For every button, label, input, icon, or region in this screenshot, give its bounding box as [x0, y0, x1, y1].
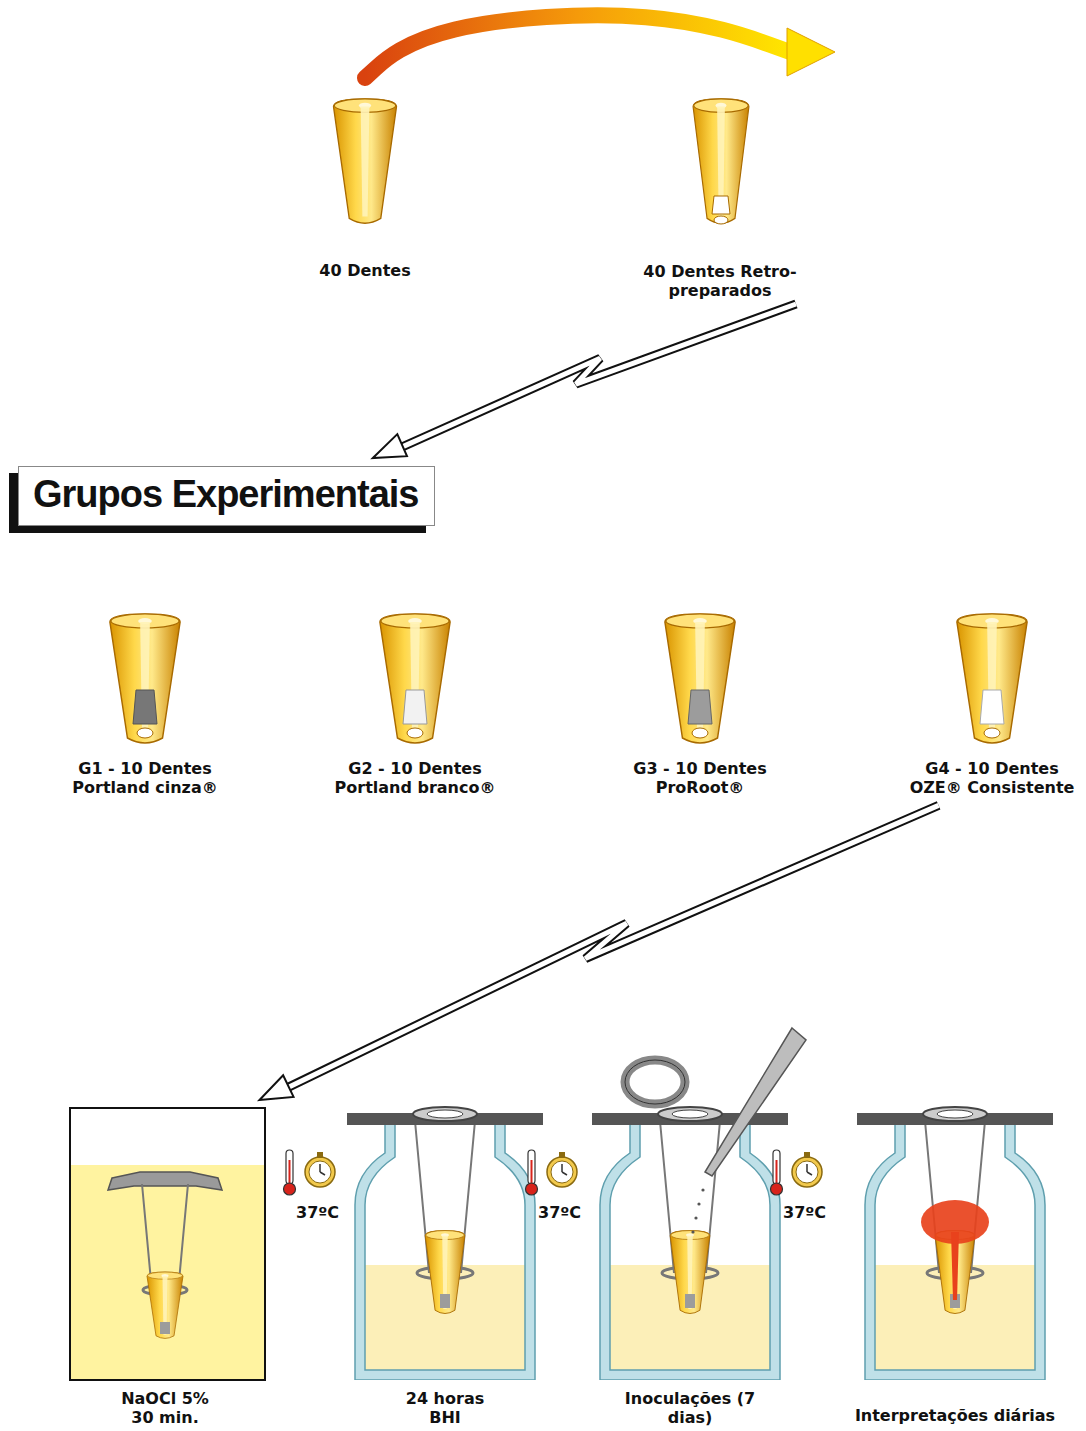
- figure-caption: NaOCl 5% 30 min.: [109, 1389, 221, 1427]
- figure-caption: G2 - 10 Dentes Portland branco®: [325, 759, 505, 797]
- arrow-shaft: [365, 15, 790, 78]
- figure-label-box: G2 - 10 Dentes Portland branco®: [310, 605, 520, 797]
- figure-caption: 40 Dentes: [275, 261, 455, 280]
- lightning-arrow: [373, 304, 796, 458]
- figure-label-box: G3 - 10 Dentes ProRoot®: [595, 605, 805, 797]
- arrow-head: [787, 28, 835, 76]
- arrow-outline: [283, 805, 938, 1089]
- figure-caption: 40 Dentes Retro-preparados: [630, 262, 810, 300]
- figure-caption: Interpretações diárias: [835, 1406, 1075, 1425]
- arrow-head: [373, 434, 407, 458]
- figure-label-box: Interpretações diárias: [835, 1105, 1075, 1425]
- figure-caption: G1 - 10 Dentes Portland cinza®: [55, 759, 235, 797]
- temperature-label: 37ºC: [296, 1203, 339, 1222]
- heading-text: Grupos Experimentais: [33, 473, 418, 517]
- figure-label-box: G4 - 10 Dentes OZE® Consistente: [903, 605, 1081, 797]
- figure-caption: G3 - 10 Dentes ProRoot®: [610, 759, 790, 797]
- figure-label-box: 40 Dentes Retro-preparados: [625, 90, 815, 300]
- arrow-head: [260, 1075, 294, 1100]
- arrow-outline: [397, 304, 796, 449]
- arrow-shaft: [397, 304, 796, 449]
- curved-arrow: [365, 15, 835, 78]
- figure-caption: 24 horas BHI: [393, 1389, 497, 1427]
- figure-label-box: NaOCl 5% 30 min.: [60, 1105, 270, 1427]
- figure-caption: G4 - 10 Dentes OZE® Consistente: [904, 759, 1080, 797]
- figure-label-box: 24 horas BHI: [345, 1105, 545, 1427]
- figure-label-box: Inoculações (7 dias): [590, 1105, 790, 1427]
- heading-box: Grupos Experimentais: [18, 466, 435, 526]
- arrow-shaft: [283, 805, 938, 1089]
- figure-label-box: 40 Dentes: [270, 90, 460, 280]
- lightning-arrow: [260, 805, 939, 1100]
- figure-label-box: G1 - 10 Dentes Portland cinza®: [40, 605, 250, 797]
- temperature-label: 37ºC: [783, 1203, 826, 1222]
- figure-caption: Inoculações (7 dias): [605, 1389, 775, 1427]
- temperature-label: 37ºC: [538, 1203, 581, 1222]
